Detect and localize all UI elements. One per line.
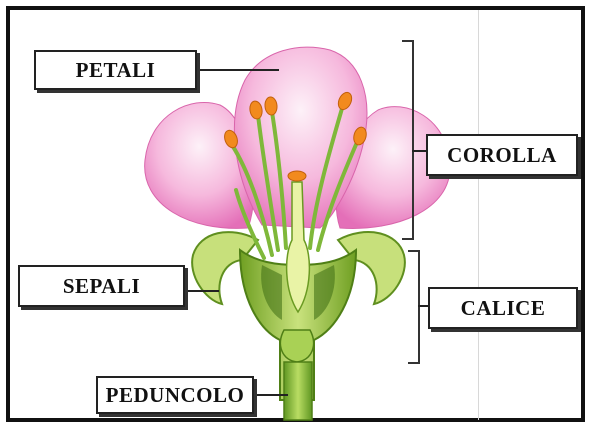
corolla-connector — [412, 150, 426, 152]
peduncle-stem — [284, 362, 312, 420]
petali-connector — [197, 69, 279, 71]
calice-connector — [418, 305, 428, 307]
sepali-connector — [185, 290, 219, 292]
peduncolo-connector — [254, 394, 288, 396]
label-sepali: SEPALI — [18, 265, 185, 307]
calice-bracket — [408, 250, 420, 364]
corolla-bracket — [402, 40, 414, 240]
stigma — [288, 171, 306, 181]
label-peduncolo: PEDUNCOLO — [96, 376, 254, 414]
label-petali: PETALI — [34, 50, 197, 90]
pedicel-base — [280, 330, 313, 362]
label-corolla: COROLLA — [426, 134, 578, 176]
label-calice: CALICE — [428, 287, 578, 329]
